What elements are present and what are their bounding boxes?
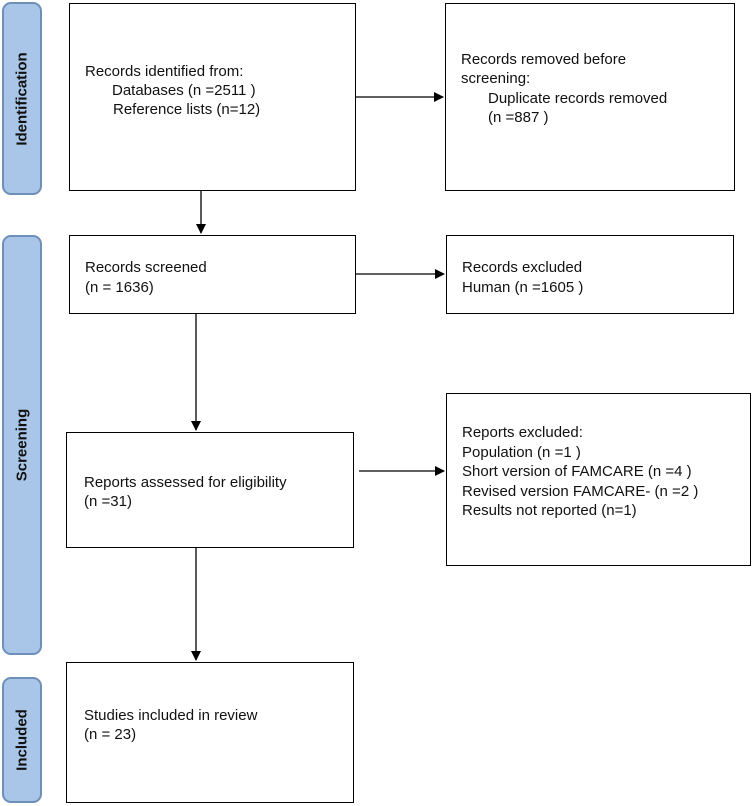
records-identified-databases: Databases (n =2511 ) xyxy=(112,82,256,99)
records-identified-title: Records identified from: xyxy=(85,63,244,80)
reports-excluded-not-reported: Results not reported (n=1) xyxy=(462,502,637,519)
duplicate-records-label: Duplicate records removed xyxy=(488,90,668,107)
phase-screening: Screening xyxy=(2,235,42,655)
records-removed-box: Records removed before screening: Duplic… xyxy=(445,3,735,191)
records-excluded-box: Records excluded Human (n =1605 ) xyxy=(446,235,734,314)
records-identified-reference-lists: Reference lists (n=12) xyxy=(113,101,261,118)
records-excluded-title: Records excluded xyxy=(462,259,583,276)
records-identified-box: Records identified from: Databases (n =2… xyxy=(69,3,356,191)
duplicate-records-count: (n =887 ) xyxy=(488,109,549,126)
reports-assessed-count: (n =31) xyxy=(84,493,132,510)
reports-excluded-population: Population (n =1 ) xyxy=(462,444,581,461)
records-excluded-human: Human (n =1605 ) xyxy=(462,279,584,296)
phase-included: Included xyxy=(2,677,42,803)
records-removed-title: Records removed before xyxy=(461,51,627,68)
reports-excluded-short-version: Short version of FAMCARE (n =4 ) xyxy=(462,463,692,480)
reports-assessed-title: Reports assessed for eligibility xyxy=(84,474,287,491)
records-screened-box: Records screened (n = 1636) xyxy=(69,235,356,314)
records-removed-title-cont: screening: xyxy=(461,70,531,87)
records-screened-count: (n = 1636) xyxy=(85,279,154,296)
studies-included-title: Studies included in review xyxy=(84,707,258,724)
phase-identification: Identification xyxy=(2,2,42,195)
reports-excluded-revised-version: Revised version FAMCARE- (n =2 ) xyxy=(462,483,699,500)
reports-excluded-title: Reports excluded: xyxy=(462,424,583,441)
studies-included-box: Studies included in review (n = 23) xyxy=(66,662,354,803)
reports-assessed-box: Reports assessed for eligibility (n =31) xyxy=(66,432,354,548)
records-screened-title: Records screened xyxy=(85,259,207,276)
studies-included-count: (n = 23) xyxy=(84,726,137,743)
reports-excluded-box: Reports excluded: Population (n =1 ) Sho… xyxy=(446,393,751,566)
